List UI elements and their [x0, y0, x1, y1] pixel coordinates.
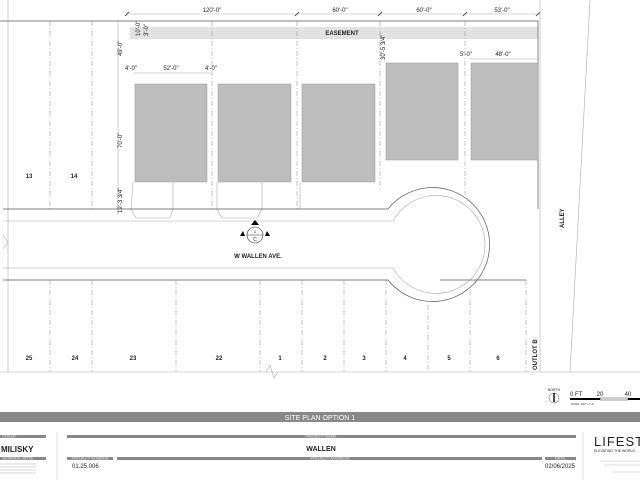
project-number-header: PROJECT NUMBER — [71, 456, 108, 461]
scale-tick: 20 — [597, 392, 604, 398]
section-marker[interactable]: 1 C — [240, 220, 270, 244]
lot-number: 24 — [72, 356, 79, 362]
title-bar — [0, 412, 640, 422]
easement-label: EASEMENT — [325, 31, 359, 37]
lot-number: 13 — [26, 174, 33, 180]
company-tagline: ELEVATING THE WORLD — [594, 449, 636, 453]
south-lot-lines — [0, 279, 640, 379]
client-header: CLIENT — [2, 434, 17, 439]
dimension-label: 3'-0" — [144, 24, 150, 36]
dimension-label: 19'-3 3/4" — [118, 188, 124, 213]
dimension-label: 30'-5 3/4" — [381, 35, 387, 60]
lot-number: 4 — [403, 356, 407, 362]
north-label: NORTH — [548, 388, 561, 392]
lot-number: 23 — [130, 356, 137, 362]
section-number: 1 — [254, 229, 257, 234]
lot-number: 5 — [447, 356, 451, 362]
street-w-wallen-ave — [2, 187, 490, 302]
date-header: DATE — [555, 456, 566, 461]
scale-tick: 0 FT — [570, 392, 583, 398]
alley-label: ALLEY — [560, 208, 566, 228]
north-arrow: NORTH — [548, 388, 561, 404]
lot-number: 1 — [278, 356, 282, 362]
building-footprint — [470, 62, 539, 161]
top-dimension-line: 120'-0" 60'-0" 60'-0" 53'-0" — [124, 8, 541, 17]
lot-number: 14 — [71, 174, 78, 180]
graphic-scale: 0 FT 20 40 SCALE: 1/32" = 1'-0" — [570, 392, 640, 406]
building-footprint — [301, 83, 376, 183]
lot-number: 25 — [26, 356, 33, 362]
dimension-label: 48'-0" — [495, 52, 510, 58]
dimension-label: 70'-0" — [118, 133, 124, 148]
section-sheet: C — [253, 237, 257, 243]
building-footprint — [385, 62, 459, 161]
dimension-label: 120'-0" — [203, 8, 222, 14]
easement-band — [130, 27, 538, 39]
north-lot-lines — [49, 21, 466, 209]
lot-number: 6 — [496, 356, 500, 362]
company-logo: LIFEST — [594, 434, 640, 449]
building-footprint — [134, 83, 208, 183]
lot-number: 22 — [216, 356, 223, 362]
dimension-label: 4'-0" — [205, 66, 217, 72]
outlot-label: OUTLOT B — [533, 339, 539, 370]
building-footprint — [217, 83, 292, 183]
project-number: 01.25.006 — [72, 464, 99, 470]
dimension-label: 60'-0" — [332, 8, 347, 14]
street-label: W WALLEN AVE. — [234, 254, 282, 260]
sheet-title: SITE PLAN OPTION 1 — [285, 415, 356, 422]
lot-number: 3 — [362, 356, 366, 362]
project-name: WALLEN — [306, 446, 336, 453]
title-block: CLIENT MILISKY GENERAL NOTE PROJECT NAME… — [0, 432, 640, 480]
scale-tick: 40 — [625, 392, 632, 398]
dimension-label: 4'-0" — [125, 66, 137, 72]
client-name: MILISKY — [1, 445, 34, 454]
dimension-label: 5'-0" — [460, 52, 472, 58]
project-name-header: PROJECT NAME — [305, 434, 337, 439]
scale-note: SCALE: 1/32" = 1'-0" — [571, 403, 594, 406]
side-dimensions: 10'-0" 3'-0" 49'-0" 70'-0" 19'-3 3/4" 30… — [117, 21, 538, 215]
dimension-label: 60'-0" — [416, 8, 431, 14]
driveways — [130, 181, 301, 219]
date: 02/06/2025 — [545, 464, 576, 470]
note-header: GENERAL NOTE — [2, 456, 34, 461]
dimension-label: 10'-0" — [136, 21, 142, 36]
lot-number: 2 — [323, 356, 327, 362]
dimension-label: 52'-0" — [163, 66, 178, 72]
dimension-label: 49'-0" — [118, 41, 124, 56]
dimension-label: 53'-0" — [494, 8, 509, 14]
project-address-header: PROJECT ADDRESS — [311, 456, 350, 461]
